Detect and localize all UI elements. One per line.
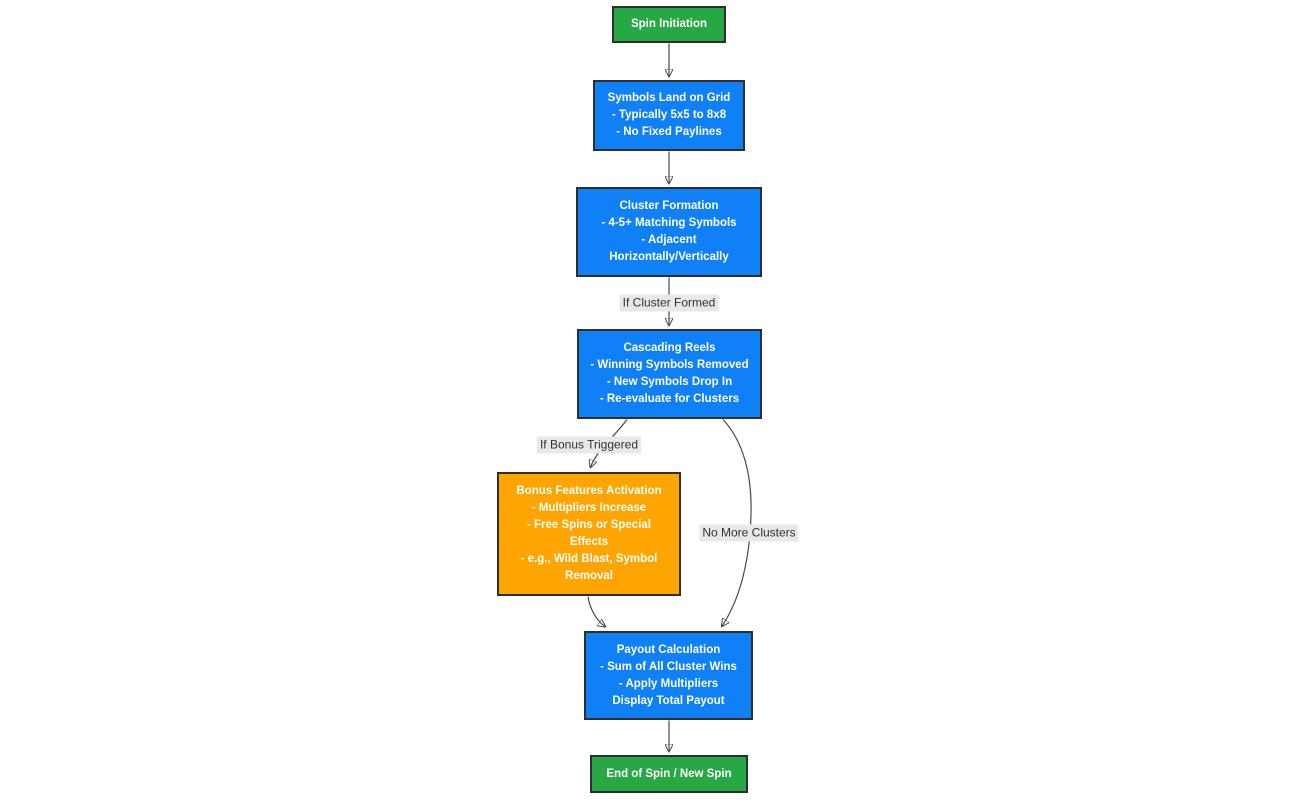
edge-bonus-to-payout (587, 596, 605, 627)
node-cascading-reels: Cascading Reels - Winning Symbols Remove… (577, 329, 762, 419)
node-end-of-spin: End of Spin / New Spin (590, 755, 748, 793)
node-bonus-features-activation: Bonus Features Activation - Multipliers … (497, 472, 681, 596)
node-symbols-land-on-grid: Symbols Land on Grid - Typically 5x5 to … (593, 80, 745, 151)
node-spin-initiation: Spin Initiation (612, 6, 726, 43)
edge-label-if-cluster-formed: If Cluster Formed (619, 294, 719, 312)
edge-label-no-more-clusters: No More Clusters (699, 524, 799, 542)
node-cluster-formation: Cluster Formation - 4-5+ Matching Symbol… (576, 187, 762, 277)
edge-label-if-bonus-triggered: If Bonus Triggered (536, 436, 642, 454)
node-payout-calculation: Payout Calculation - Sum of All Cluster … (584, 631, 753, 720)
edge-cascading-to-payout (722, 419, 752, 627)
